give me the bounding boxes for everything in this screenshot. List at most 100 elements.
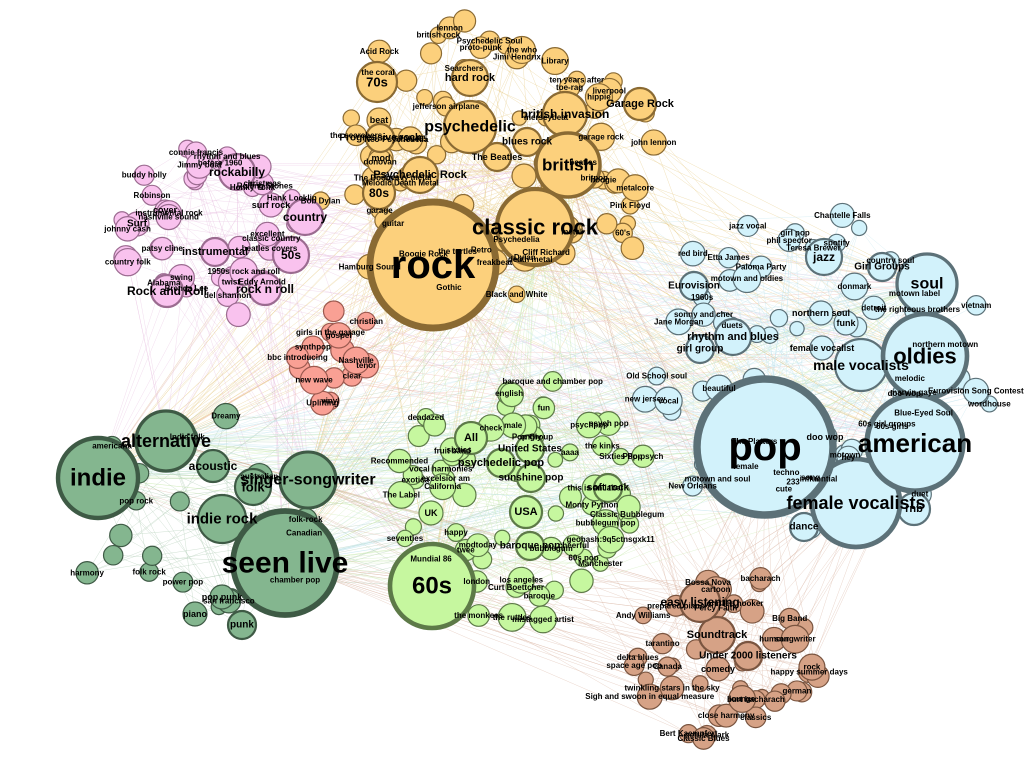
tag-node-unlabeled [511,110,528,126]
node-circle [634,606,653,625]
node-label: bbc introducing [267,353,328,362]
node-label: psychedelic pop [458,457,544,469]
tag-node [356,311,376,331]
node-label: los angeles [500,576,544,585]
node-circle [717,246,740,269]
node-label: Paloma Party [736,263,787,272]
node-label: excellent [250,230,285,239]
node-label: british [542,156,594,175]
node-circle [141,184,163,206]
node-label: psychpop [570,420,608,429]
tag-node [469,36,493,60]
node-label: lennon [437,23,463,32]
node-label: jazz [812,250,835,264]
node-label: check [480,423,503,432]
node-label: alternative [121,431,211,451]
node-label: Sigh and swoon in equal measure [585,692,714,701]
node-circle [396,529,414,548]
graph-edge [165,266,370,442]
graph-edge [630,205,926,357]
node-circle [647,366,667,386]
node-label: soft rock [587,483,630,494]
tag-node [744,706,767,729]
node-label: metalcore [616,183,654,192]
node-label: patsy cline [141,244,183,253]
node-circle [426,145,447,165]
graph-edge [432,264,874,309]
node-label: new wave [295,376,333,385]
node-circle [965,295,987,316]
node-label: sixties [447,445,472,454]
node-label: soul [911,276,944,293]
node-label: the ruttles [493,613,532,622]
tag-node-unlabeled [102,544,124,566]
graph-edge [284,562,646,680]
node-label: Acid Rock [360,47,400,56]
node-label: funk [837,318,857,328]
tag-node-unlabeled [225,302,251,328]
tag-node [682,475,704,497]
node-label: baroque [524,591,556,600]
node-label: beat [370,115,389,125]
node-label: Progressive rock [339,133,421,144]
tag-node [634,606,653,625]
node-circle [736,214,759,238]
node-circle [416,88,434,106]
node-label: seen live [222,547,349,580]
graph-edge [643,615,749,657]
node-label: toe-rag [556,83,583,92]
tag-node-unlabeled [547,505,565,522]
tag-node [562,534,585,557]
graph-edge [482,60,556,255]
node-label: dance [790,522,819,533]
graph-edge [702,283,928,298]
tag-node [133,164,155,186]
tag-node-unlabeled [789,320,805,337]
node-label: synthpop [295,343,331,352]
node-label: 60s [412,573,452,600]
tag-node [651,632,674,655]
node-label: Black and White [486,290,548,299]
tag-node [657,656,678,677]
node-label: spotify [824,239,851,248]
tag-node-unlabeled [395,69,418,92]
tag-node-unlabeled [426,145,447,165]
node-label: garage [366,206,393,215]
graph-edge [521,539,611,581]
graph-edge [452,455,517,588]
node-label: easy listening [660,595,739,609]
node-label: singer-songwriter [240,472,375,489]
node-circle [692,727,715,750]
node-circle [322,300,345,323]
node-label: 60's [615,228,631,237]
node-label: The Beatles [472,152,523,162]
node-label: Pink Floyd [610,201,651,210]
node-label: motown and oldies [711,274,784,283]
node-label: american [858,428,972,458]
node-label: Recommended [371,457,428,466]
graph-edge [637,657,741,702]
node-label: female vocalists [786,493,925,513]
node-label: garage rock [578,132,624,141]
graph-edge [86,501,180,573]
node-label: Dreamy [211,412,241,421]
graph-edge [165,440,789,482]
node-circle [569,568,594,594]
graph-edge [441,246,916,444]
node-label: hey [841,453,855,462]
tag-node [623,655,645,677]
graph-edge [165,178,194,442]
node-label: Classic Blues [678,734,731,743]
graph-edge [165,344,946,442]
node-label: country folk [105,258,151,267]
node-label: cartoon [701,585,730,594]
node-circle [141,545,163,567]
node-label: phil spector [766,236,811,245]
node-circle [623,655,645,677]
node-label: deadazed [408,413,445,422]
node-circle [547,505,565,522]
graph-edge [751,611,776,702]
node-label: Pop-psych [623,452,664,461]
node-label: Library [541,57,569,66]
